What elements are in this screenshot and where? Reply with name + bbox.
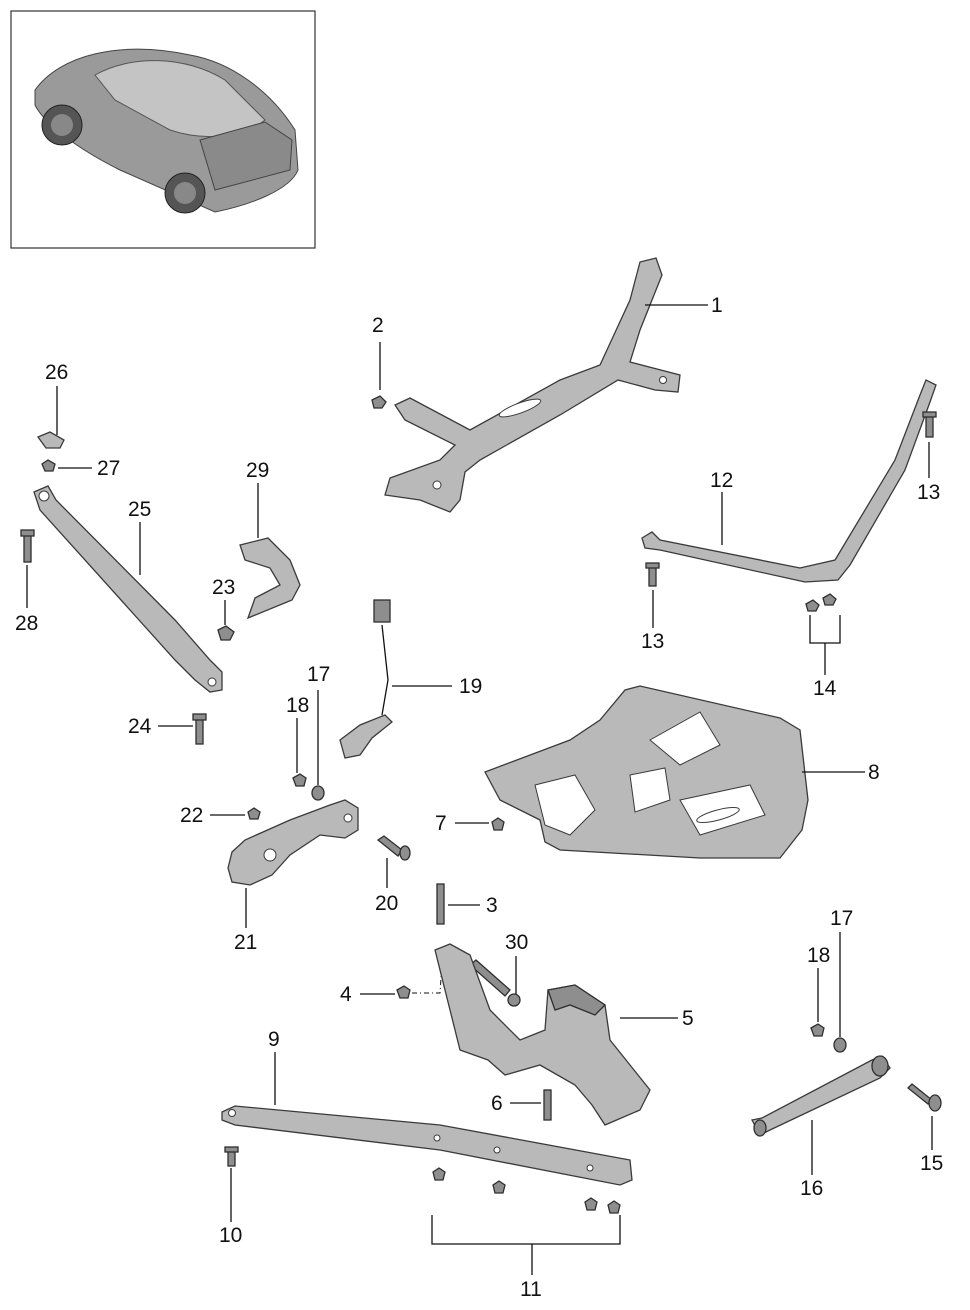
part-28-bolt	[20, 529, 35, 563]
callout-10: 10	[219, 1224, 242, 1247]
part-20-bolt	[376, 835, 411, 861]
part-22-nut	[247, 807, 261, 820]
part-16-link	[751, 1055, 891, 1137]
part-15-bolt	[907, 1083, 942, 1112]
callout-6: 6	[491, 1092, 503, 1115]
part-11-nuts	[432, 1167, 621, 1214]
part-19-level-sensor	[339, 599, 393, 759]
callout-1: 1	[711, 294, 723, 317]
bracket-11	[431, 1215, 621, 1245]
callout-16: 16	[800, 1177, 823, 1200]
part-26-bracket	[36, 431, 65, 449]
callout-27: 27	[97, 457, 120, 480]
part-6-bolt	[543, 1089, 552, 1121]
callout-17-left: 17	[307, 663, 330, 686]
callout-20: 20	[375, 892, 398, 915]
callout-5: 5	[682, 1007, 694, 1030]
part-24-bolt	[192, 713, 207, 745]
callout-26: 26	[45, 361, 68, 384]
callout-30: 30	[505, 931, 528, 954]
vehicle-thumbnail	[10, 10, 316, 249]
part-13-bolt-lower	[645, 562, 660, 587]
callout-labels: 1 2 3 4 5 6 7 8 9 10 11 12 13 13 14 15 1…	[15, 294, 943, 1301]
part-14-nuts	[805, 593, 837, 612]
callout-3: 3	[486, 894, 498, 917]
callout-28: 28	[15, 612, 38, 635]
callout-4: 4	[340, 983, 352, 1006]
callout-22: 22	[180, 804, 203, 827]
part-29-bracket	[239, 537, 301, 620]
callout-19: 19	[459, 675, 482, 698]
callout-15: 15	[920, 1152, 943, 1175]
part-25-trailing-arm	[33, 485, 223, 693]
part-8-underbody-plate	[484, 685, 809, 859]
callout-2: 2	[372, 314, 384, 337]
part-27-nut	[41, 459, 56, 472]
leader-lines	[26, 304, 933, 1275]
callout-13-lower: 13	[641, 630, 664, 653]
part-5-carrier	[434, 943, 651, 1126]
part-17-washer-left	[311, 785, 325, 801]
part-10-bolt	[224, 1146, 239, 1167]
callout-12: 12	[710, 469, 733, 492]
callout-18-left: 18	[286, 694, 309, 717]
callout-8: 8	[868, 761, 880, 784]
part-12-strut-brace	[641, 379, 937, 583]
part-4-nut	[396, 962, 443, 999]
callout-9: 9	[268, 1028, 280, 1051]
part-13-bolt-upper	[922, 411, 937, 438]
callout-25: 25	[128, 498, 151, 521]
part-9-cross-beam	[221, 1105, 633, 1186]
part-18-nut-left	[292, 773, 307, 787]
part-3-stud	[436, 883, 445, 925]
part-2-nut	[371, 395, 387, 409]
bracket-14	[809, 615, 841, 644]
callout-29: 29	[246, 459, 269, 482]
part-17-washer-right	[833, 1037, 847, 1053]
callout-14: 14	[813, 677, 837, 700]
part-1-cross-member	[384, 257, 681, 513]
car-illustration	[34, 48, 299, 214]
callout-21: 21	[234, 931, 257, 954]
part-21-control-arm	[227, 799, 359, 886]
callout-23: 23	[212, 576, 235, 599]
callout-7: 7	[435, 812, 447, 835]
part-7-nut	[491, 817, 505, 831]
callout-13-upper: 13	[917, 481, 940, 504]
part-18-nut-right	[810, 1023, 825, 1037]
callout-18-right: 18	[807, 944, 830, 967]
callout-17-right: 17	[830, 907, 853, 930]
callout-24: 24	[128, 715, 152, 738]
part-23-nut	[217, 625, 235, 641]
callout-11: 11	[520, 1278, 542, 1301]
